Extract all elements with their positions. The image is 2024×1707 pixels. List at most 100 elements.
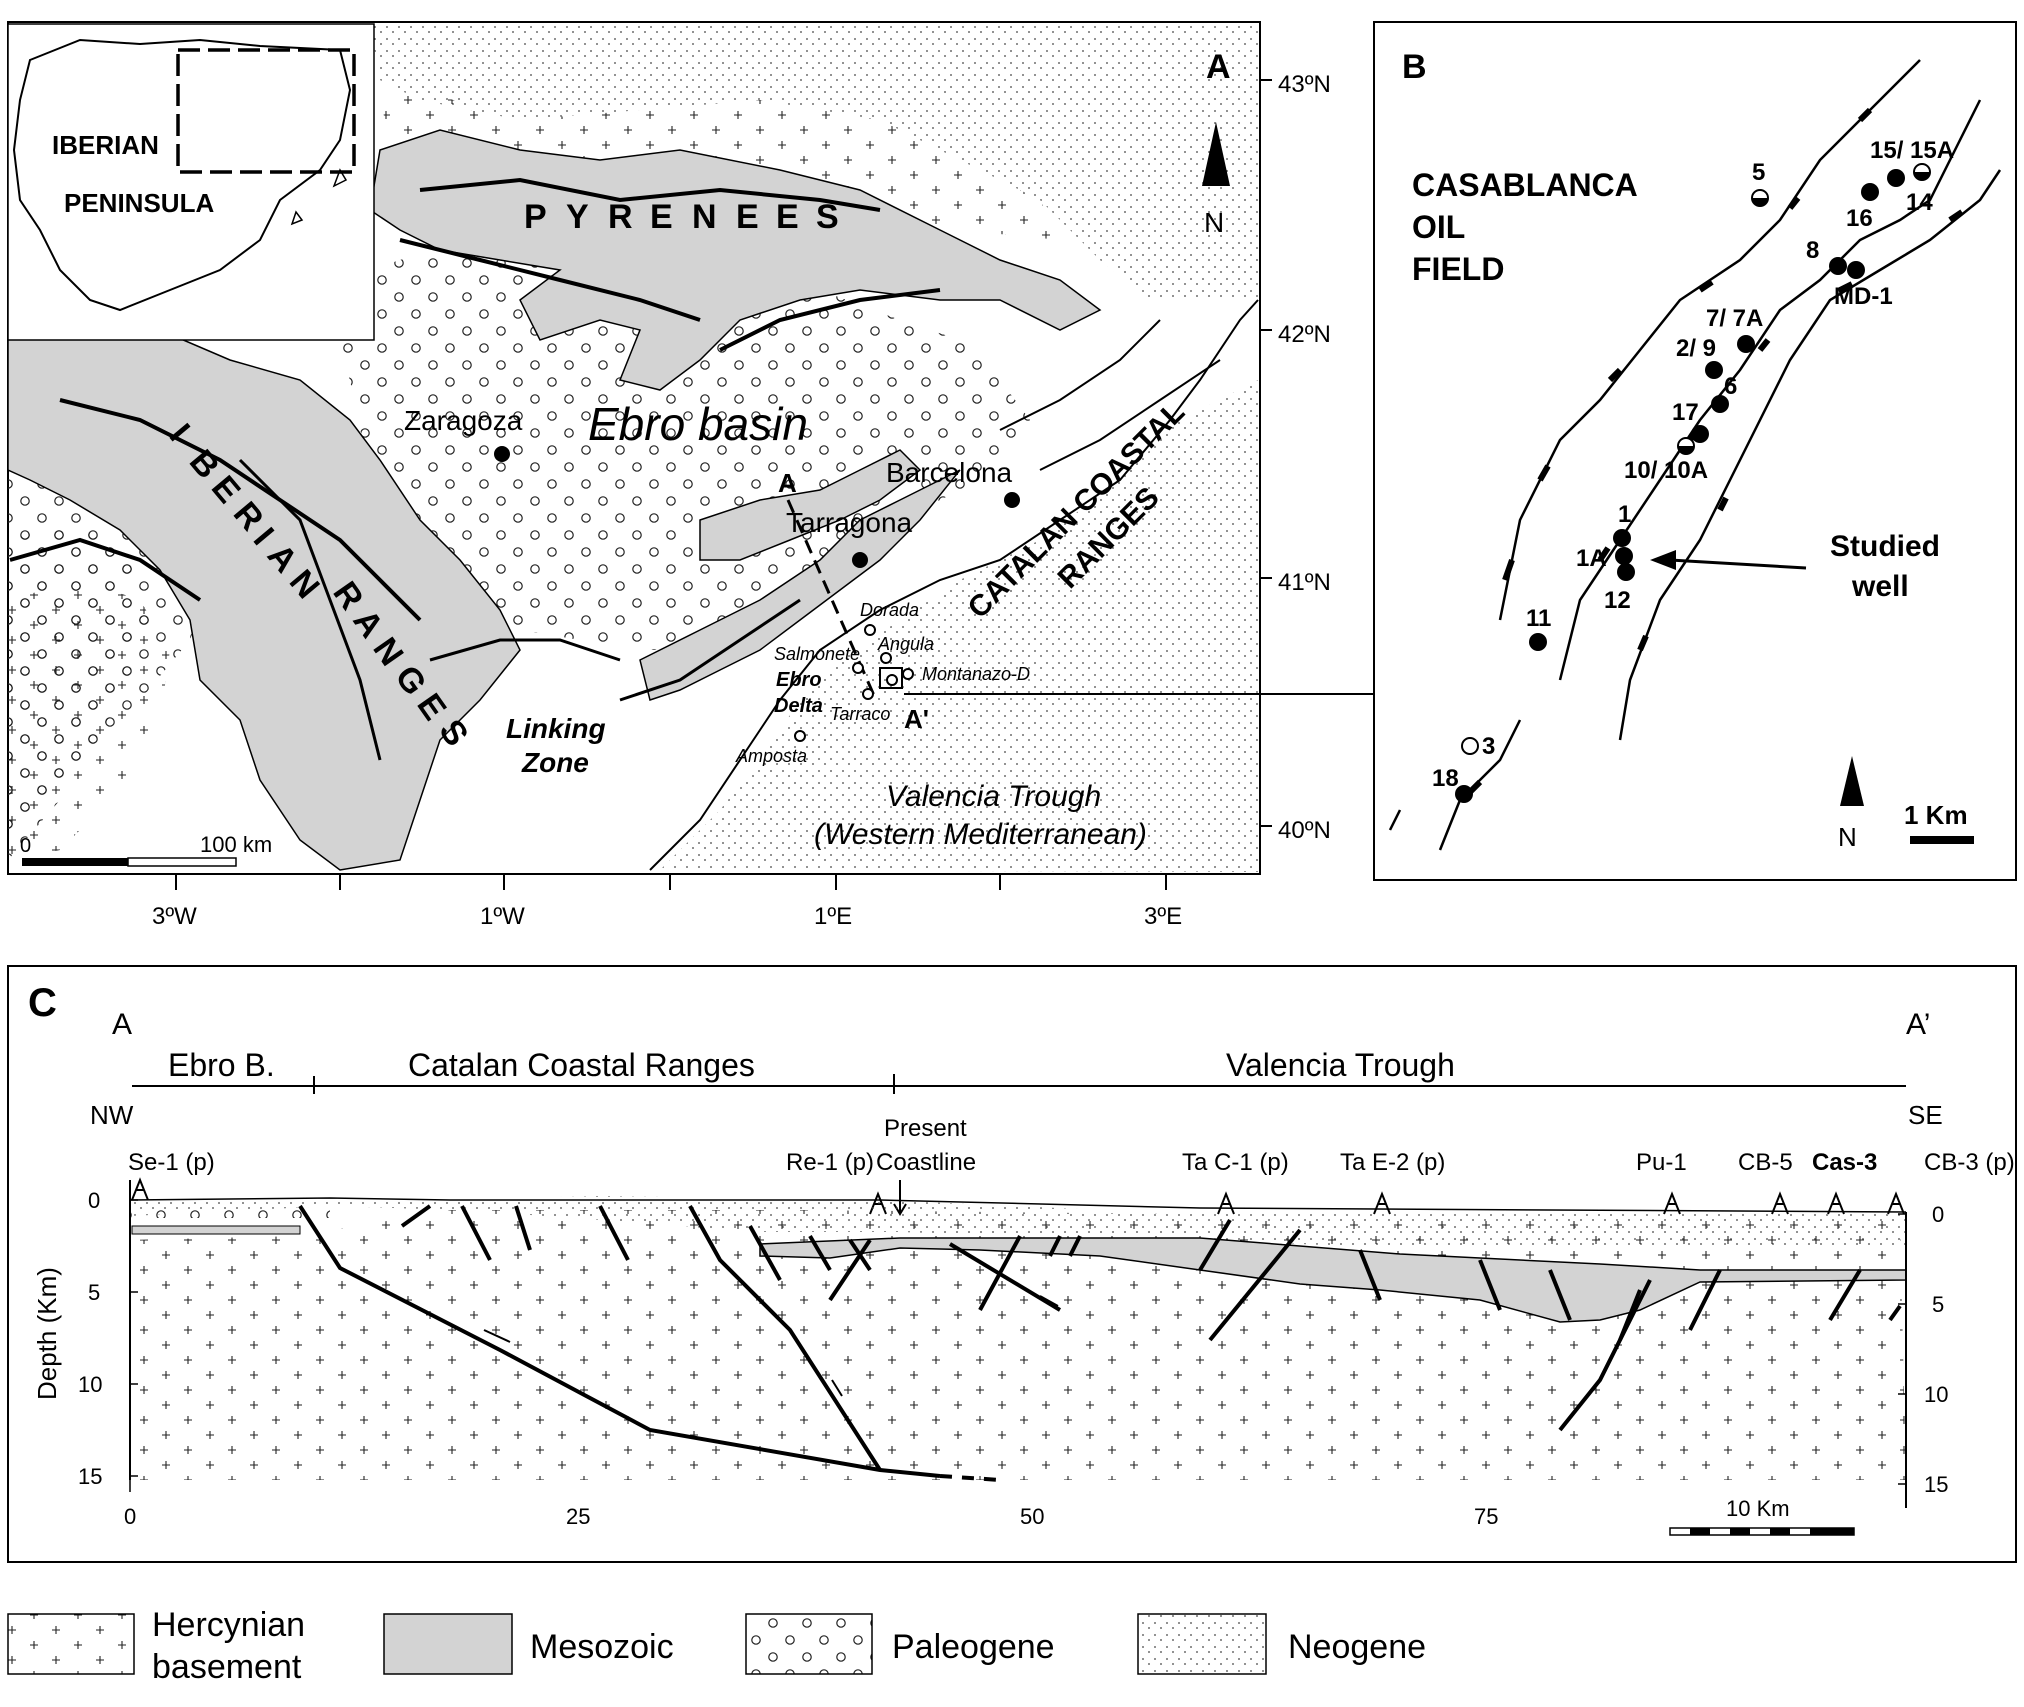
pyrenees-letter: N <box>692 198 717 236</box>
well-label: 10/ 10A <box>1624 457 1708 484</box>
section-faults <box>298 1204 1902 1482</box>
panel-b-letter: B <box>1402 48 1427 86</box>
field-dorada: Dorada <box>860 600 919 620</box>
wells-b <box>1455 163 1931 803</box>
section-well-labels: Se-1 (p) Re-1 (p) Ta C-1 (p) Ta E-2 (p) … <box>128 1115 2015 1176</box>
section-a-prime-label: A’ <box>1906 1008 1930 1041</box>
well-label: 1A <box>1576 545 1607 572</box>
label-zone: Zone <box>521 747 589 778</box>
studied-well-label-2: well <box>1851 570 1909 603</box>
label-linking: Linking <box>506 713 606 744</box>
north-arrow-a: N <box>1202 122 1230 238</box>
lon-axis: 3ºW 1ºW 1ºE 3ºE <box>8 873 1260 930</box>
well-label: 15/ 15A <box>1870 137 1954 164</box>
field-salmonete: Salmonete <box>774 644 860 664</box>
well-label: Pu-1 <box>1636 1149 1687 1176</box>
depth-tick-label: 5 <box>1932 1292 1944 1317</box>
field-title-2: OIL <box>1412 209 1465 245</box>
legend-neogene: Neogene <box>1137 1613 1426 1675</box>
label-ebro-delta-2: Delta <box>774 695 823 717</box>
panel-b-map: B CASABLANCA OIL FIELD <box>1373 21 2017 881</box>
distance-tick-label: 50 <box>1020 1504 1044 1529</box>
well-label: Ta C-1 (p) <box>1182 1149 1289 1176</box>
domain-ebro: Ebro B. <box>168 1047 275 1083</box>
well-label: 6 <box>1724 373 1737 400</box>
label-valencia-trough: Valencia Trough <box>886 780 1101 813</box>
label-ebro-basin: Ebro basin <box>588 398 808 450</box>
field-title-1: CASABLANCA <box>1412 167 1638 203</box>
pyrenees-letter: S <box>816 198 839 236</box>
depth-tick-label: 0 <box>88 1188 100 1213</box>
inset-label-peninsula: PENINSULA <box>64 188 214 218</box>
field-title-3: FIELD <box>1412 251 1504 287</box>
city-barcelona: Barcelona <box>886 457 1020 508</box>
nw-label: NW <box>90 1100 134 1130</box>
legend-hercynian: Hercynian basement <box>7 1606 305 1686</box>
well-label: 7/ 7A <box>1706 305 1763 332</box>
city-label-barcelona: Barcelona <box>886 457 1013 488</box>
well-label: 11 <box>1526 605 1551 632</box>
lat-axis: 43ºN 42ºN 41ºN 40ºN <box>1260 71 1331 844</box>
depth-tick-label: 15 <box>1924 1472 1948 1497</box>
scale-label-b: 1 Km <box>1904 800 1968 830</box>
label-ebro-delta-1: Ebro <box>776 669 822 691</box>
fault-arrows <box>483 1295 1059 1397</box>
north-label-b: N <box>1838 822 1857 852</box>
depth-axis-right: 0 5 10 15 <box>1898 1202 1948 1508</box>
well-label: Cas-3 <box>1812 1149 1877 1176</box>
scale-bar-c: 10 Km <box>1669 1496 1855 1536</box>
coastline-label-2: Coastline <box>876 1149 976 1176</box>
lon-tick-label: 1ºE <box>814 903 852 930</box>
se-label: SE <box>1908 1100 1943 1130</box>
well-label: 8 <box>1806 237 1819 264</box>
depth-axis-title: Depth (Km) <box>32 1267 62 1400</box>
north-arrow-b: N <box>1838 756 1864 852</box>
lat-tick-label: 43ºN <box>1278 71 1331 98</box>
city-zaragoza: Zaragoza <box>404 405 523 462</box>
depth-tick-label: 0 <box>1932 1202 1944 1227</box>
legend-label-paleogene: Paleogene <box>892 1628 1055 1666</box>
scale-bar-a: 0 100 km <box>20 832 272 867</box>
depth-tick-label: 15 <box>78 1464 102 1489</box>
legend-paleogene: Paleogene <box>745 1613 1055 1675</box>
inset-map: IBERIAN PENINSULA <box>7 23 375 341</box>
scale-bar-b: 1 Km <box>1904 800 1974 844</box>
pyrenees-letter: Y <box>566 198 589 236</box>
distance-axis: 0 25 50 75 <box>124 1480 1498 1529</box>
depth-tick-label: 10 <box>78 1372 102 1397</box>
panel-c-letter: C <box>28 981 57 1025</box>
pyrenees-letter: E <box>736 198 759 236</box>
well-label: 17 <box>1672 399 1699 426</box>
label-western-med: (Western Mediterranean) <box>814 818 1147 851</box>
lon-tick-label: 3ºW <box>152 903 197 930</box>
well-label: 16 <box>1846 205 1873 232</box>
well-label: 12 <box>1604 587 1631 614</box>
section-label-a-prime: A' <box>904 704 929 734</box>
lon-tick-label: 1ºW <box>480 903 525 930</box>
scale-label-100km: 100 km <box>200 832 272 857</box>
lon-tick-label: 3ºE <box>1144 903 1182 930</box>
depth-axis-left: 0 5 10 15 Depth (Km) <box>32 1180 138 1489</box>
oil-fields: Dorada Angula Salmonete Montanazo-D Tarr… <box>735 600 1030 766</box>
field-montanazo: Montanazo-D <box>922 664 1030 684</box>
scale-label-c: 10 Km <box>1726 1496 1790 1521</box>
well-label: CB-3 (p) <box>1924 1149 2015 1176</box>
well-label: 3 <box>1482 733 1495 760</box>
panel-c-section: C A A’ Ebro B. Catalan Coastal Ranges Va… <box>7 965 2017 1563</box>
pyrenees-letter: E <box>650 198 673 236</box>
well-label: 1 <box>1618 501 1631 528</box>
section-a-label: A <box>112 1008 132 1041</box>
pyrenees-letter: P <box>524 198 547 236</box>
lat-tick-label: 40ºN <box>1278 817 1331 844</box>
pyrenees-letter: R <box>608 198 633 236</box>
studied-well-label-1: Studied <box>1830 530 1940 563</box>
well-label: 14 <box>1906 189 1933 216</box>
well-labels-b: 5 15/ 15A 14 16 8 MD-1 7/ 7A 2/ 9 6 17 1… <box>1432 137 1954 792</box>
depth-tick-label: 10 <box>1924 1382 1948 1407</box>
city-label-tarragona: Tarragona <box>786 507 913 538</box>
legend-label-mesozoic: Mesozoic <box>530 1628 674 1666</box>
inset-label-iberian: IBERIAN <box>52 130 159 160</box>
scale-label-zero: 0 <box>20 835 31 857</box>
legend-label-neogene: Neogene <box>1288 1628 1426 1666</box>
depth-tick-label: 5 <box>88 1280 100 1305</box>
